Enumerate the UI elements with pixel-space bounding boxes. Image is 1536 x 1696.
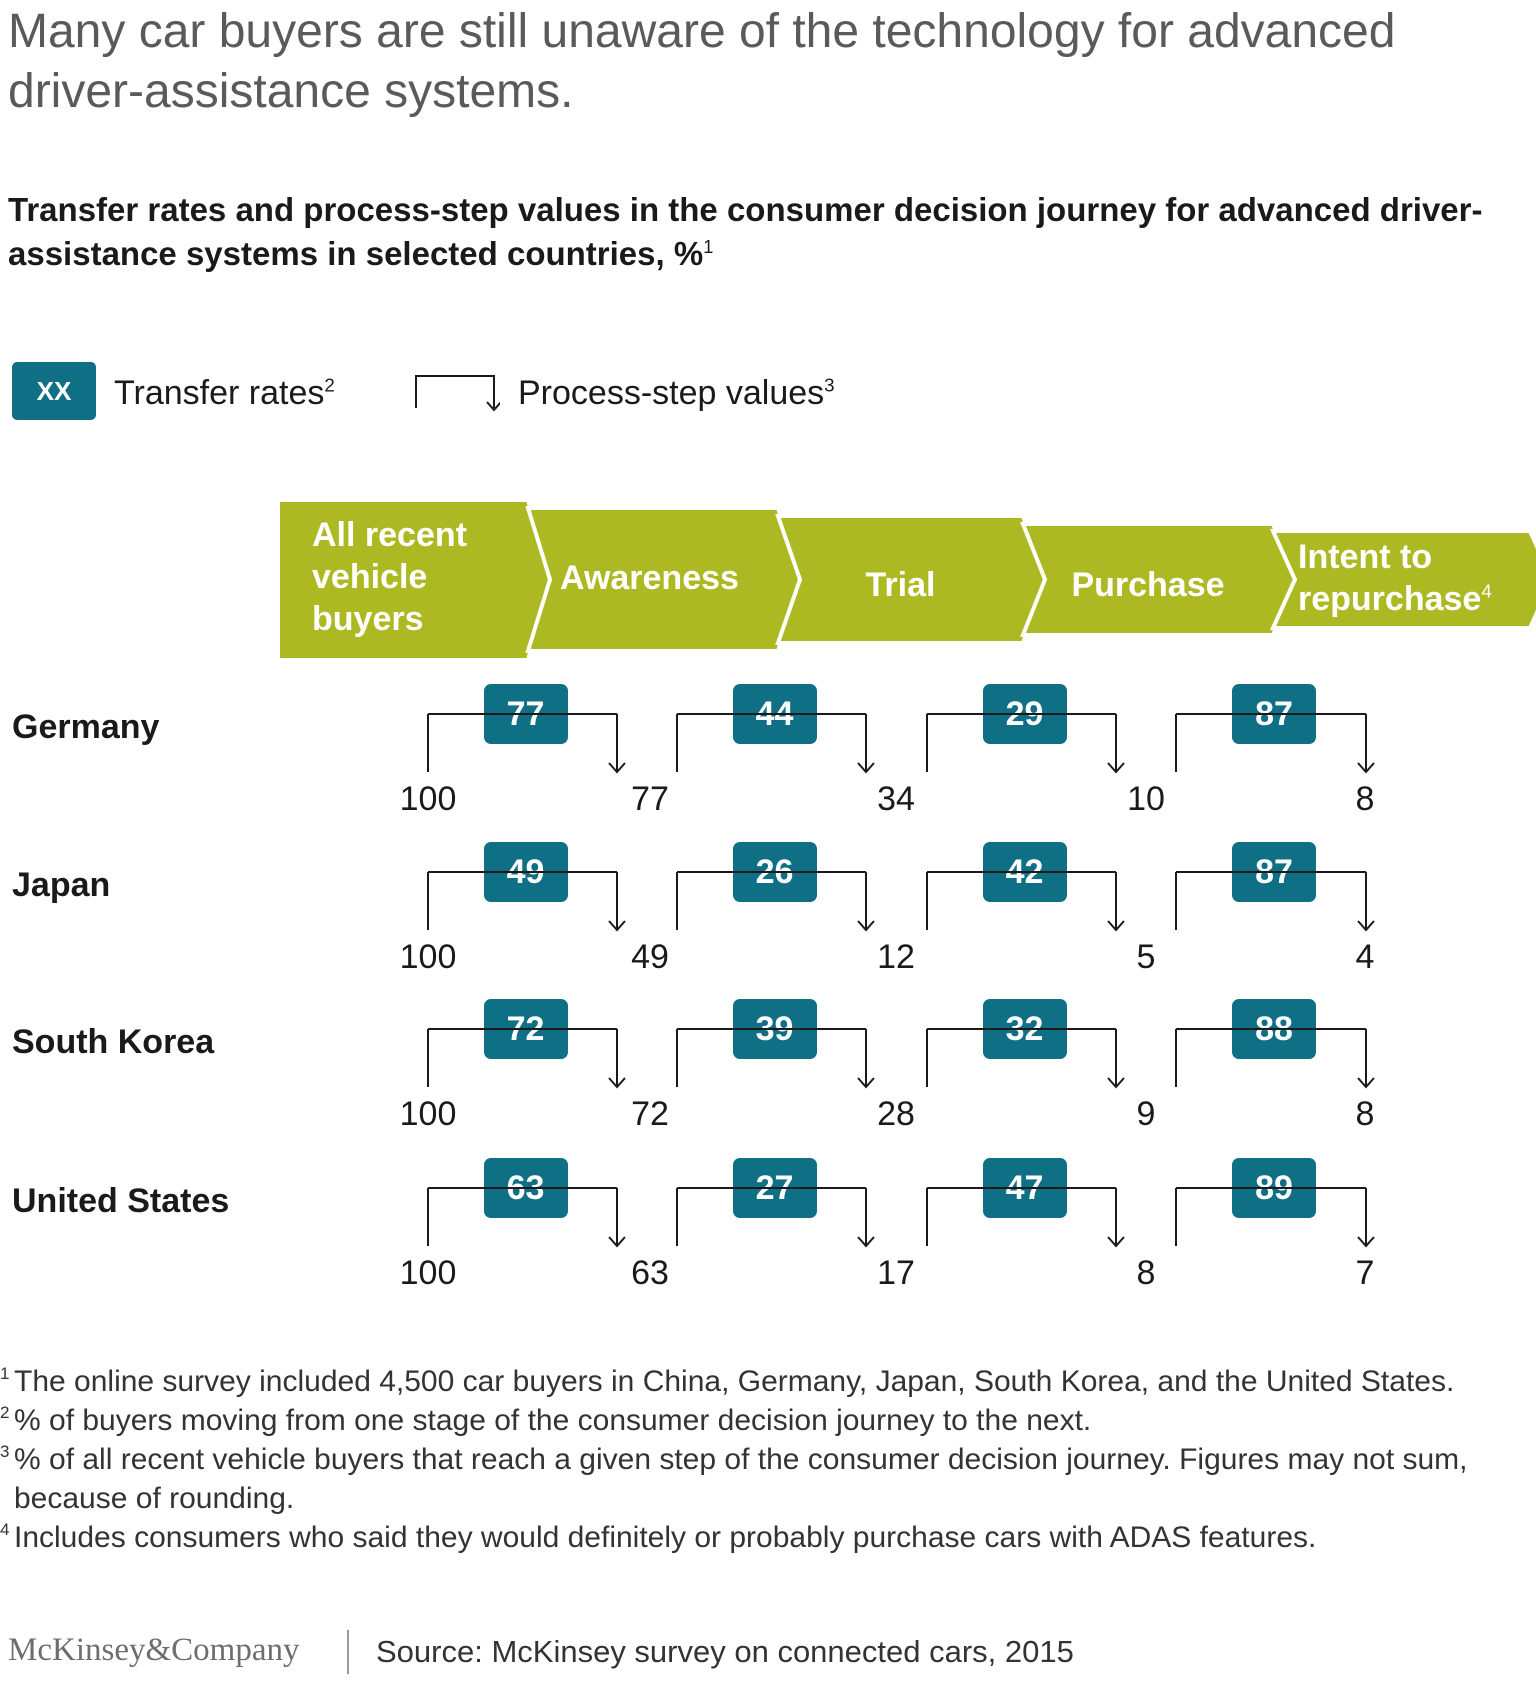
process-arrows	[427, 713, 1375, 1248]
arrow-head	[1357, 762, 1375, 774]
legend-transfer-note: 2	[324, 374, 335, 396]
footnote-1-text: The online survey included 4,500 car buy…	[14, 1365, 1455, 1398]
footnote-3-text: % of all recent vehicle buyers that reac…	[14, 1443, 1468, 1515]
legend-transfer-text: Transfer rates	[114, 374, 325, 412]
process-step-value: 8	[1136, 1254, 1156, 1292]
legend-process-text: Process-step values	[518, 374, 825, 412]
footnote-2-text: % of buyers moving from one stage of the…	[14, 1404, 1092, 1437]
process-step-value: 12	[877, 938, 915, 976]
stage-label-text: Awareness	[560, 559, 739, 597]
arrow-head	[608, 762, 626, 774]
arrow-head	[1107, 762, 1125, 774]
footnote-4-text: Includes consumers who said they would d…	[14, 1521, 1317, 1554]
process-step-value: 72	[631, 1095, 669, 1133]
footnote-3: 3% of all recent vehicle buyers that rea…	[0, 1440, 1520, 1518]
process-step-value: 9	[1136, 1095, 1156, 1133]
process-step-value: 100	[399, 780, 457, 818]
stage-label-text: All recent vehicle buyers	[312, 516, 467, 638]
brand-logo: McKinsey&Company	[8, 1632, 300, 1668]
arrow-head	[1107, 1077, 1125, 1089]
stage-label-text: Trial	[865, 566, 936, 604]
arrow-head	[1357, 1236, 1375, 1248]
country-label: Japan	[12, 866, 111, 904]
arrow-head	[1357, 1077, 1375, 1089]
arrow-head	[1107, 1236, 1125, 1248]
process-step-value: 28	[877, 1095, 915, 1133]
stage-chevron-4	[1020, 522, 1298, 637]
arrow-head	[857, 920, 875, 932]
stage-chevron-3	[775, 514, 1048, 645]
process-step-value: 7	[1355, 1254, 1375, 1292]
process-step-value: 100	[399, 938, 457, 976]
process-step-value: 8	[1355, 1095, 1375, 1133]
stage-label-note: 4	[1481, 580, 1492, 602]
stage-chevron-2	[525, 506, 803, 653]
subtitle-text: Transfer rates and process-step values i…	[8, 191, 1483, 272]
stage-label-3: Trial	[783, 564, 1018, 606]
legend-transfer-swatch: XX	[12, 362, 96, 420]
legend-process-label: Process-step values3	[518, 373, 835, 413]
process-step-value: 17	[877, 1254, 915, 1292]
arrow-head	[1107, 920, 1125, 932]
footer-divider	[347, 1630, 349, 1674]
process-step-value: 8	[1355, 780, 1375, 818]
process-step-value: 100	[399, 1095, 457, 1133]
headline: Many car buyers are still unaware of the…	[8, 5, 1396, 118]
footnote-3-num: 3	[0, 1442, 10, 1461]
legend-process-arrow-icon	[415, 375, 500, 412]
footnote-1-num: 1	[0, 1364, 10, 1383]
process-step-value: 34	[877, 780, 915, 818]
arrow-head	[608, 1077, 626, 1089]
footnote-2: 2% of buyers moving from one stage of th…	[0, 1401, 1520, 1440]
process-step-value: 77	[631, 780, 669, 818]
process-step-value: 4	[1355, 938, 1375, 976]
arrow-head	[857, 1236, 875, 1248]
arrow-head	[608, 1236, 626, 1248]
stage-chevron-5	[1269, 529, 1536, 630]
country-label: Germany	[12, 708, 160, 746]
arrow-head	[857, 762, 875, 774]
stage-label-4: Purchase	[1028, 564, 1268, 606]
chart-subtitle: Transfer rates and process-step values i…	[8, 188, 1508, 276]
footnote-4-num: 4	[0, 1520, 10, 1539]
country-label: South Korea	[12, 1023, 215, 1061]
process-step-value: 5	[1136, 938, 1156, 976]
legend-transfer-label: Transfer rates2	[114, 373, 335, 413]
source-note: Source: McKinsey survey on connected car…	[376, 1634, 1074, 1669]
stage-label-1: All recent vehicle buyers	[312, 514, 502, 640]
country-label: United States	[12, 1182, 230, 1220]
stage-label-2: Awareness	[560, 557, 810, 599]
stage-label-text: Intent to repurchase	[1298, 538, 1482, 618]
process-step-value: 49	[631, 938, 669, 976]
arrow-head	[857, 1077, 875, 1089]
stage-chevrons	[276, 498, 1536, 662]
footnote-2-num: 2	[0, 1403, 10, 1422]
stage-label-text: Purchase	[1071, 566, 1225, 604]
process-step-value: 100	[399, 1254, 457, 1292]
arrow-head	[608, 920, 626, 932]
subtitle-footnote-mark: 1	[703, 237, 714, 257]
process-step-value: 63	[631, 1254, 669, 1292]
stage-label-5: Intent to repurchase4	[1298, 536, 1536, 620]
legend-process-note: 3	[824, 374, 835, 396]
process-step-value: 10	[1127, 780, 1165, 818]
arrow-head	[1357, 920, 1375, 932]
